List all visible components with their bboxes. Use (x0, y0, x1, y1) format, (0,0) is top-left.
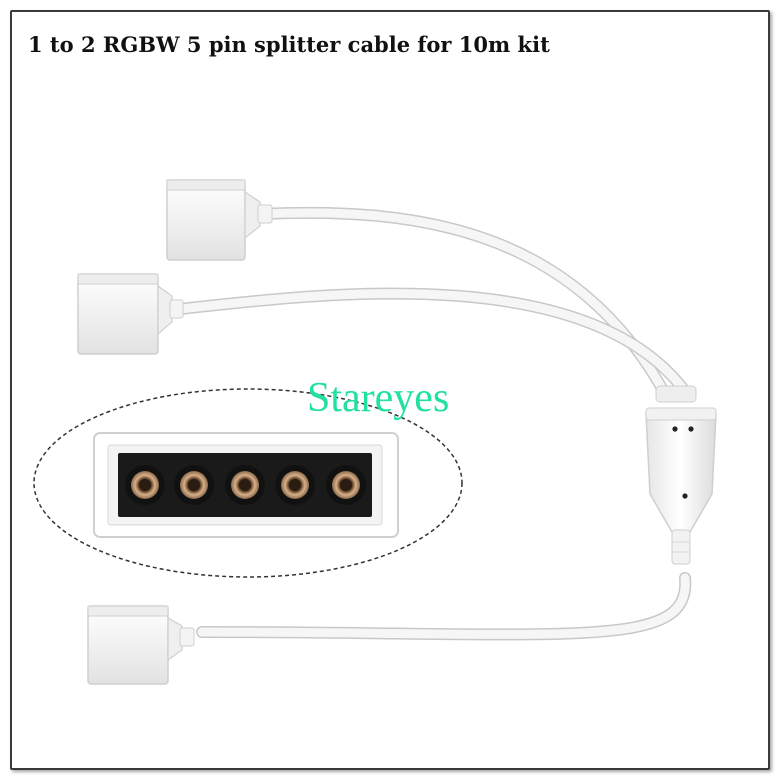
upper-connector-plug (166, 179, 273, 261)
pin-hole-1 (125, 465, 165, 505)
upper-cable (256, 206, 670, 398)
pin-hole-2 (174, 465, 214, 505)
lower-connector-plug (87, 605, 195, 685)
brand-watermark: Stareyes (307, 375, 450, 421)
middle-connector-plug (77, 273, 184, 355)
closeup-outline (33, 388, 463, 578)
splitter-hub (645, 385, 717, 565)
product-frame: 1 to 2 RGBW 5 pin splitter cable for 10m… (10, 10, 770, 770)
middle-cable (174, 287, 693, 400)
splitter-cable-illustration (33, 179, 717, 685)
pin-hole-5 (326, 465, 366, 505)
socket-closeup (93, 432, 399, 538)
lower-cable (196, 572, 692, 641)
product-title: 1 to 2 RGBW 5 pin splitter cable for 10m… (28, 32, 550, 57)
pin-hole-3 (225, 465, 265, 505)
pin-hole-4 (275, 465, 315, 505)
